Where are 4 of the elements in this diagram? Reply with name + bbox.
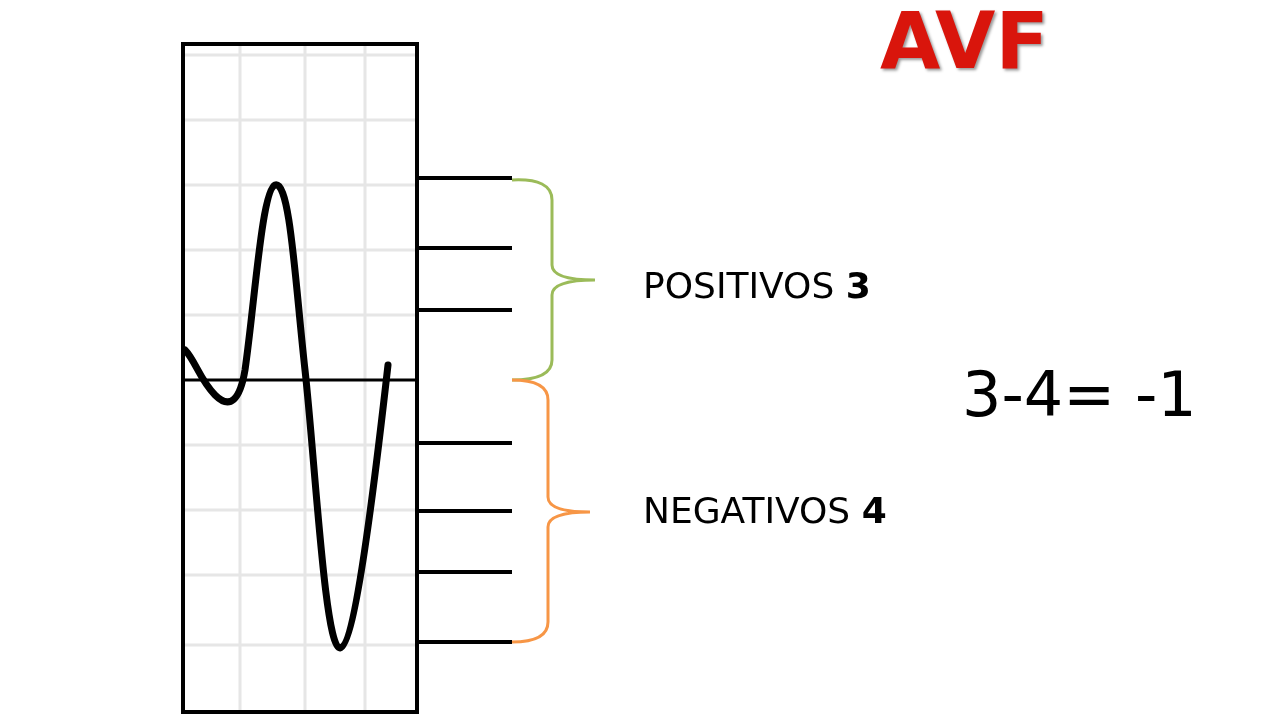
formula-text: 3-4= -1: [962, 358, 1197, 431]
count-label: POSITIVOS 3: [643, 265, 871, 306]
title: AVF: [880, 2, 1049, 80]
count-label: NEGATIVOS 4: [643, 490, 887, 531]
